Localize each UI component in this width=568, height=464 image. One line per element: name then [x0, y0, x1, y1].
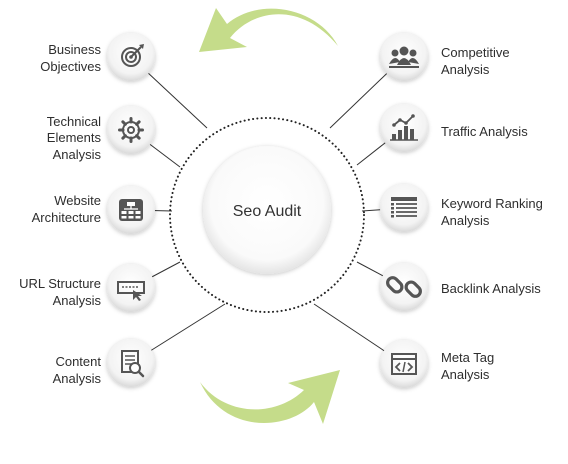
link-icon [386, 276, 422, 298]
backlink-analysis-badge [380, 263, 428, 311]
url-bar-icon [117, 281, 145, 301]
bar-chart-icon [390, 114, 418, 141]
website-architecture-label-line: Architecture [32, 210, 101, 225]
technical-elements-analysis-badge [107, 106, 155, 154]
node-traffic-analysis: Traffic Analysis [380, 104, 528, 152]
node-backlink-analysis: Backlink Analysis [380, 263, 541, 311]
content-analysis-label-line: Analysis [53, 371, 102, 386]
target-icon [121, 44, 144, 67]
url-structure-analysis-label-line: URL Structure [19, 276, 101, 291]
competitive-analysis-label-line: Competitive [441, 45, 510, 60]
technical-elements-analysis-label-line: Elements [47, 130, 102, 145]
dotted-ring [169, 117, 365, 313]
content-analysis-badge [107, 339, 155, 387]
center-circle [203, 146, 331, 274]
url-structure-analysis-label-line: Analysis [53, 293, 102, 308]
competitors-icon [389, 46, 419, 68]
business-objectives-label-line: Business [48, 42, 101, 57]
keyword-ranking-analysis-label-line: Analysis [441, 213, 490, 228]
traffic-analysis-label-line: Traffic Analysis [441, 124, 528, 139]
content-analysis-label-line: Content [55, 354, 101, 369]
technical-elements-analysis-label-line: Analysis [53, 147, 102, 162]
gear-icon [118, 117, 144, 143]
bottom-cycle-arrow [200, 370, 340, 424]
center-label: Seo Audit [233, 203, 302, 220]
url-structure-analysis-badge [107, 264, 155, 312]
meta-tag-analysis-label-line: Analysis [441, 367, 490, 382]
keyword-list-icon [391, 197, 417, 218]
sitemap-icon [119, 199, 143, 221]
competitive-analysis-badge [380, 33, 428, 81]
traffic-analysis-label: Traffic Analysis [441, 124, 528, 139]
top-cycle-arrow [199, 8, 338, 52]
website-architecture-label-line: Website [54, 193, 101, 208]
competitive-analysis-label-line: Analysis [441, 62, 490, 77]
business-objectives-label-line: Objectives [40, 59, 101, 74]
meta-tag-analysis-label-line: Meta Tag [441, 350, 494, 365]
keyword-ranking-analysis-label-line: Keyword Ranking [441, 196, 543, 211]
document-search-icon [121, 350, 145, 378]
backlink-analysis-label-line: Backlink Analysis [441, 281, 541, 296]
backlink-analysis-label: Backlink Analysis [441, 281, 541, 296]
code-window-icon [391, 353, 417, 375]
technical-elements-analysis-label-line: Technical [47, 114, 101, 129]
